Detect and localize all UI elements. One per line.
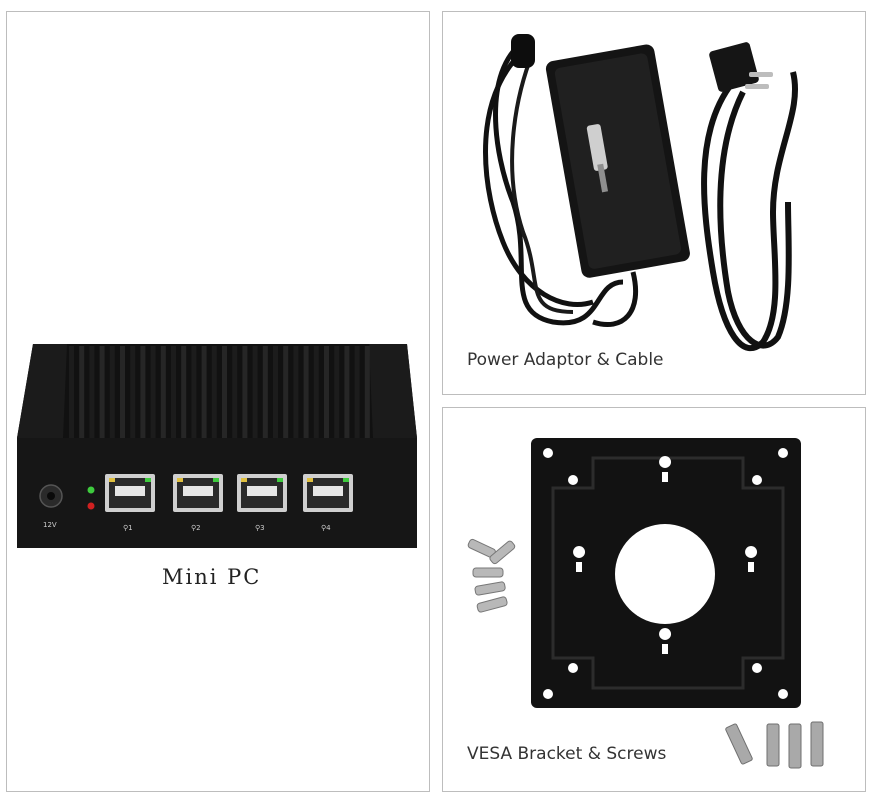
heatsink-fin <box>109 346 115 438</box>
vesa-bracket <box>531 438 801 708</box>
heatsink-fin <box>201 346 207 438</box>
power-label: 12V <box>43 521 57 529</box>
heatsink-fin <box>262 346 268 438</box>
mini-pc-image: 12V ⚲1 ⚲2 ⚲3 ⚲4 <box>17 344 417 548</box>
screw-pile <box>467 538 516 613</box>
lan-port: ⚲4 <box>303 474 353 532</box>
heatsink-fin <box>99 346 105 438</box>
svg-text:⚲1: ⚲1 <box>123 524 133 532</box>
heatsink-fin <box>130 346 136 438</box>
heatsink-fin <box>211 346 217 438</box>
ac-plug <box>709 42 773 92</box>
heatsink-fin <box>324 346 329 438</box>
ferrite-bead <box>511 34 535 68</box>
heatsink-fin <box>293 346 299 438</box>
heatsink-fin <box>273 346 278 438</box>
heatsink-fin <box>89 346 95 438</box>
vesa-bracket-caption: VESA Bracket & Screws <box>467 744 667 764</box>
power-adaptor-caption: Power Adaptor & Cable <box>467 350 664 370</box>
power-adaptor-image <box>483 34 799 351</box>
heatsink-fin <box>150 346 156 438</box>
heatsink-fin <box>140 346 146 438</box>
heatsink-fin <box>242 346 248 438</box>
heatsink-fin <box>334 346 340 438</box>
heatsink-fin <box>364 346 370 438</box>
adaptor-brick <box>545 44 690 278</box>
standoff-screws <box>725 721 824 769</box>
power-adaptor-panel: Power Adaptor & Cable <box>442 11 866 395</box>
heatsink-fin <box>283 346 289 438</box>
heatsink-fin <box>191 346 197 438</box>
heatsink-fin <box>313 346 319 438</box>
lan-port: ⚲1 <box>105 474 155 532</box>
heatsink-fin <box>222 346 227 438</box>
heatsink-fin <box>160 346 166 438</box>
heatsink-fin <box>79 346 85 438</box>
heatsink-fin <box>354 346 360 438</box>
heatsink-fin <box>171 346 176 438</box>
heatsink-fin <box>120 346 125 438</box>
vesa-bracket-image <box>467 438 824 769</box>
heatsink-fin <box>303 346 309 438</box>
heatsink-fins <box>69 346 370 438</box>
heatsink-fin <box>69 346 74 438</box>
svg-text:⚲3: ⚲3 <box>255 524 265 532</box>
heatsink-fin <box>252 346 258 438</box>
heatsink-fin <box>181 346 187 438</box>
lan-port: ⚲3 <box>237 474 287 532</box>
bracket-center-hole <box>615 524 715 624</box>
heatsink-fin <box>344 346 350 438</box>
lan-port: ⚲2 <box>173 474 223 532</box>
svg-text:⚲2: ⚲2 <box>191 524 201 532</box>
mini-pc-panel: 12V ⚲1 ⚲2 ⚲3 ⚲4 Mini PC <box>6 11 430 792</box>
mini-pc-caption: Mini PC <box>162 565 262 589</box>
led-red <box>87 502 95 510</box>
vesa-bracket-panel: VESA Bracket & Screws <box>442 407 866 792</box>
led-green <box>87 486 95 494</box>
svg-text:⚲4: ⚲4 <box>321 524 331 532</box>
heatsink-fin <box>232 346 238 438</box>
